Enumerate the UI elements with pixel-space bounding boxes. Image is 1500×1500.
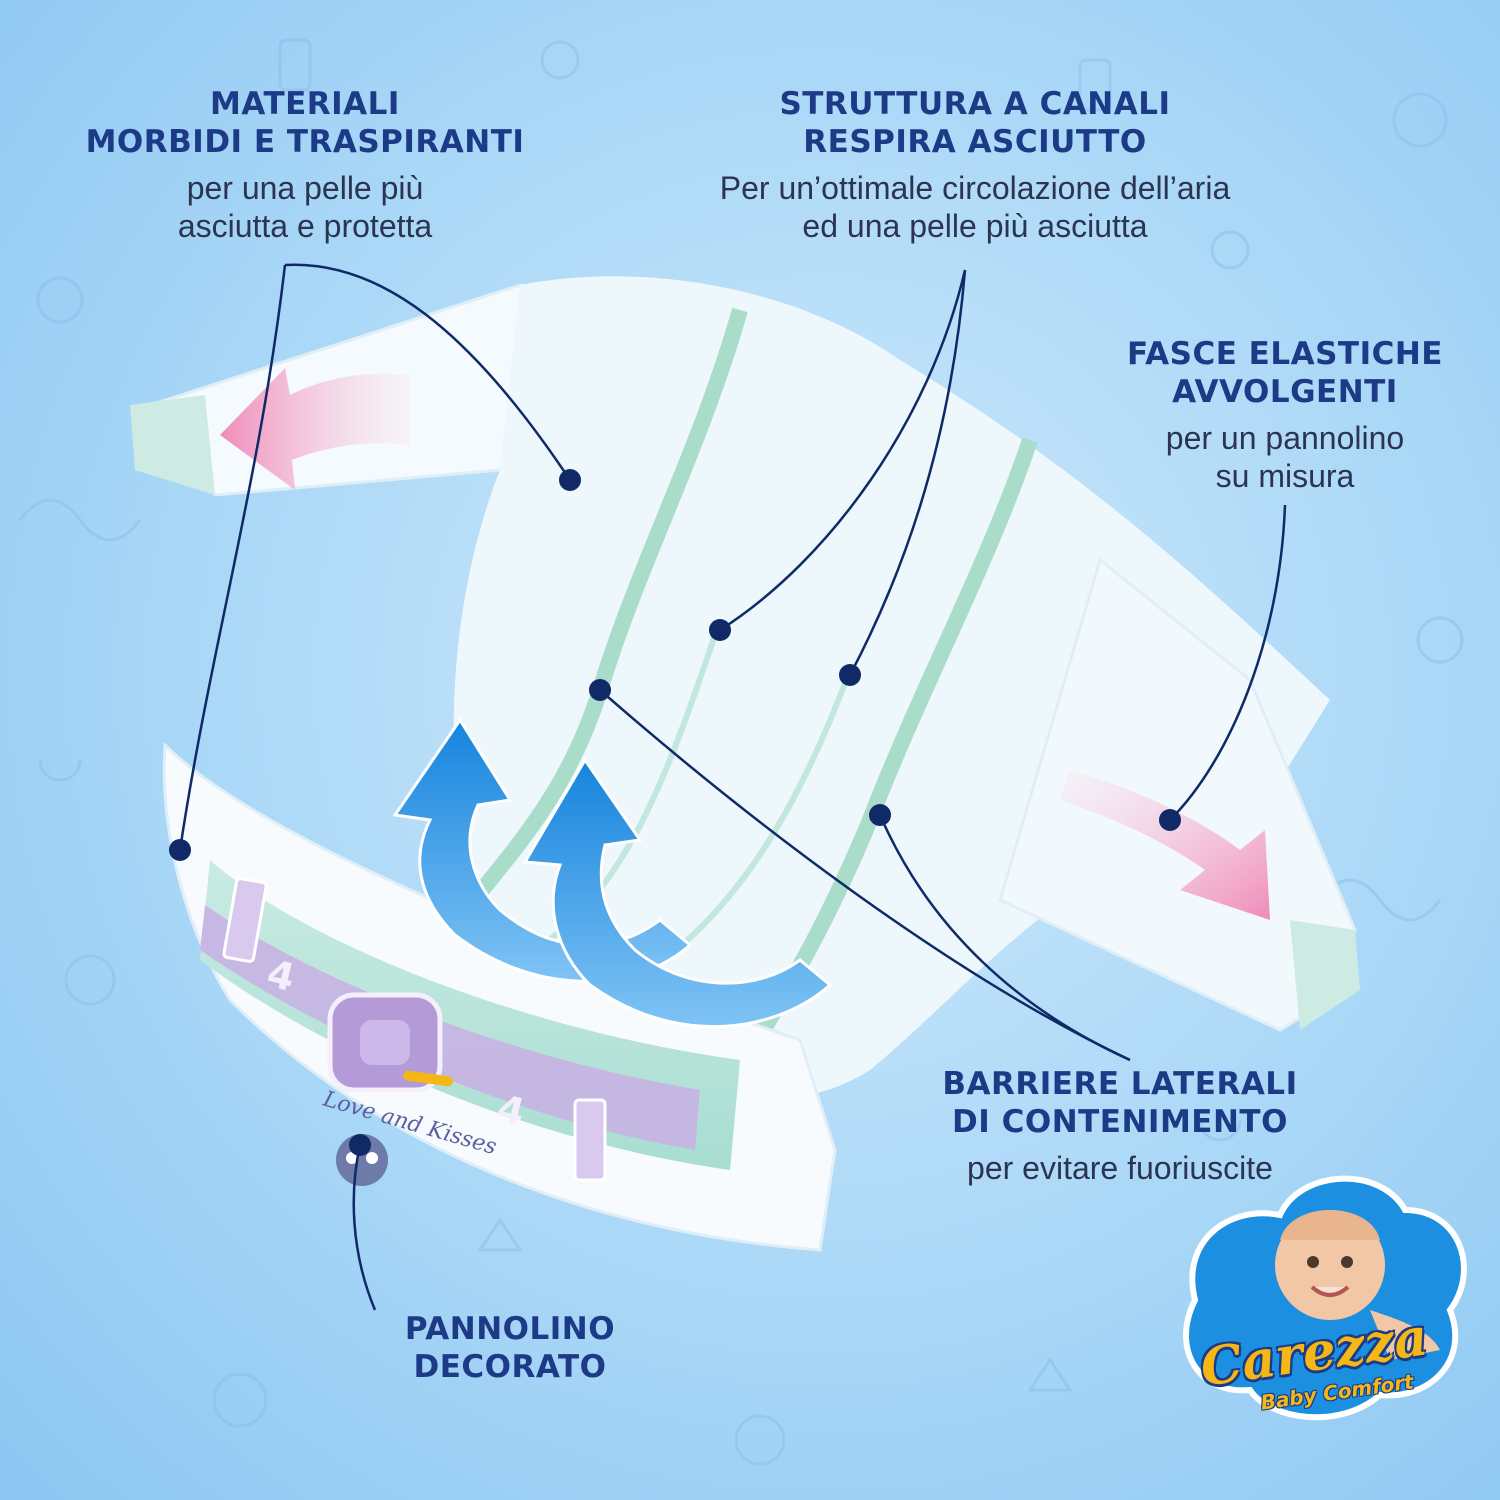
feature-fasce-title-line: FASCE ELASTICHE <box>1127 336 1443 372</box>
feature-decorato-title-line: DECORATO <box>413 1349 607 1385</box>
brand-logo-graphic <box>1183 1175 1467 1421</box>
feature-materiali-description: per una pelle più asciutta e protetta <box>60 169 550 245</box>
brand-logo: Carezza Baby Comfort <box>1180 1210 1450 1430</box>
feature-fasce-title: FASCE ELASTICHE AVVOLGENTI <box>1110 335 1460 411</box>
feature-decorato: PANNOLINO DECORATO <box>340 1310 680 1386</box>
feature-fasce-title-line: AVVOLGENTI <box>1172 374 1398 410</box>
feature-fasce-description: per un pannolino su misura <box>1110 419 1460 495</box>
feature-materiali-title: MATERIALI MORBIDI E TRASPIRANTI <box>60 85 550 161</box>
blue-airflow-arrow-2 <box>522 757 833 1029</box>
feature-struttura-title: STRUTTURA A CANALI RESPIRA ASCIUTTO <box>640 85 1310 161</box>
feature-decorato-title-line: PANNOLINO <box>404 1311 616 1347</box>
feature-barriere-title-line: DI CONTENIMENTO <box>952 1104 1288 1140</box>
background-pattern <box>18 38 1464 1466</box>
pink-arrow-left <box>220 368 410 490</box>
feature-fasce-description-line: per un pannolino <box>1165 420 1405 456</box>
feature-struttura-title-line: RESPIRA ASCIUTTO <box>803 124 1147 160</box>
leader-lines <box>178 263 1287 1311</box>
feature-materiali-title-line: MORBIDI E TRASPIRANTI <box>85 124 525 160</box>
feature-struttura-title-line: STRUTTURA A CANALI <box>779 86 1171 122</box>
feature-materiali-description-line: asciutta e protetta <box>177 208 433 244</box>
feature-materiali-title-line: MATERIALI <box>210 86 400 122</box>
feature-barriere: BARRIERE LATERALI DI CONTENIMENTO per ev… <box>900 1065 1340 1187</box>
feature-materiali: MATERIALI MORBIDI E TRASPIRANTI per una … <box>60 85 550 245</box>
feature-barriere-description: per evitare fuoriuscite <box>900 1149 1340 1187</box>
feature-barriere-description-line: per evitare fuoriuscite <box>967 1150 1273 1186</box>
feature-struttura-description: Per un’ottimale circolazione dell’aria e… <box>640 169 1310 245</box>
leader-dots <box>169 469 1181 1156</box>
feature-fasce-description-line: su misura <box>1215 458 1355 494</box>
feature-struttura-description-line: Per un’ottimale circolazione dell’aria <box>719 170 1231 206</box>
feature-barriere-title-line: BARRIERE LATERALI <box>942 1066 1298 1102</box>
feature-struttura: STRUTTURA A CANALI RESPIRA ASCIUTTO Per … <box>640 85 1310 245</box>
feature-materiali-description-line: per una pelle più <box>186 170 424 206</box>
diaper <box>130 276 1360 1252</box>
pink-arrow-right <box>1060 770 1270 920</box>
feature-struttura-description-line: ed una pelle più asciutta <box>802 208 1148 244</box>
feature-barriere-title: BARRIERE LATERALI DI CONTENIMENTO <box>900 1065 1340 1141</box>
feature-decorato-title: PANNOLINO DECORATO <box>340 1310 680 1386</box>
feature-fasce: FASCE ELASTICHE AVVOLGENTI per un pannol… <box>1110 335 1460 495</box>
